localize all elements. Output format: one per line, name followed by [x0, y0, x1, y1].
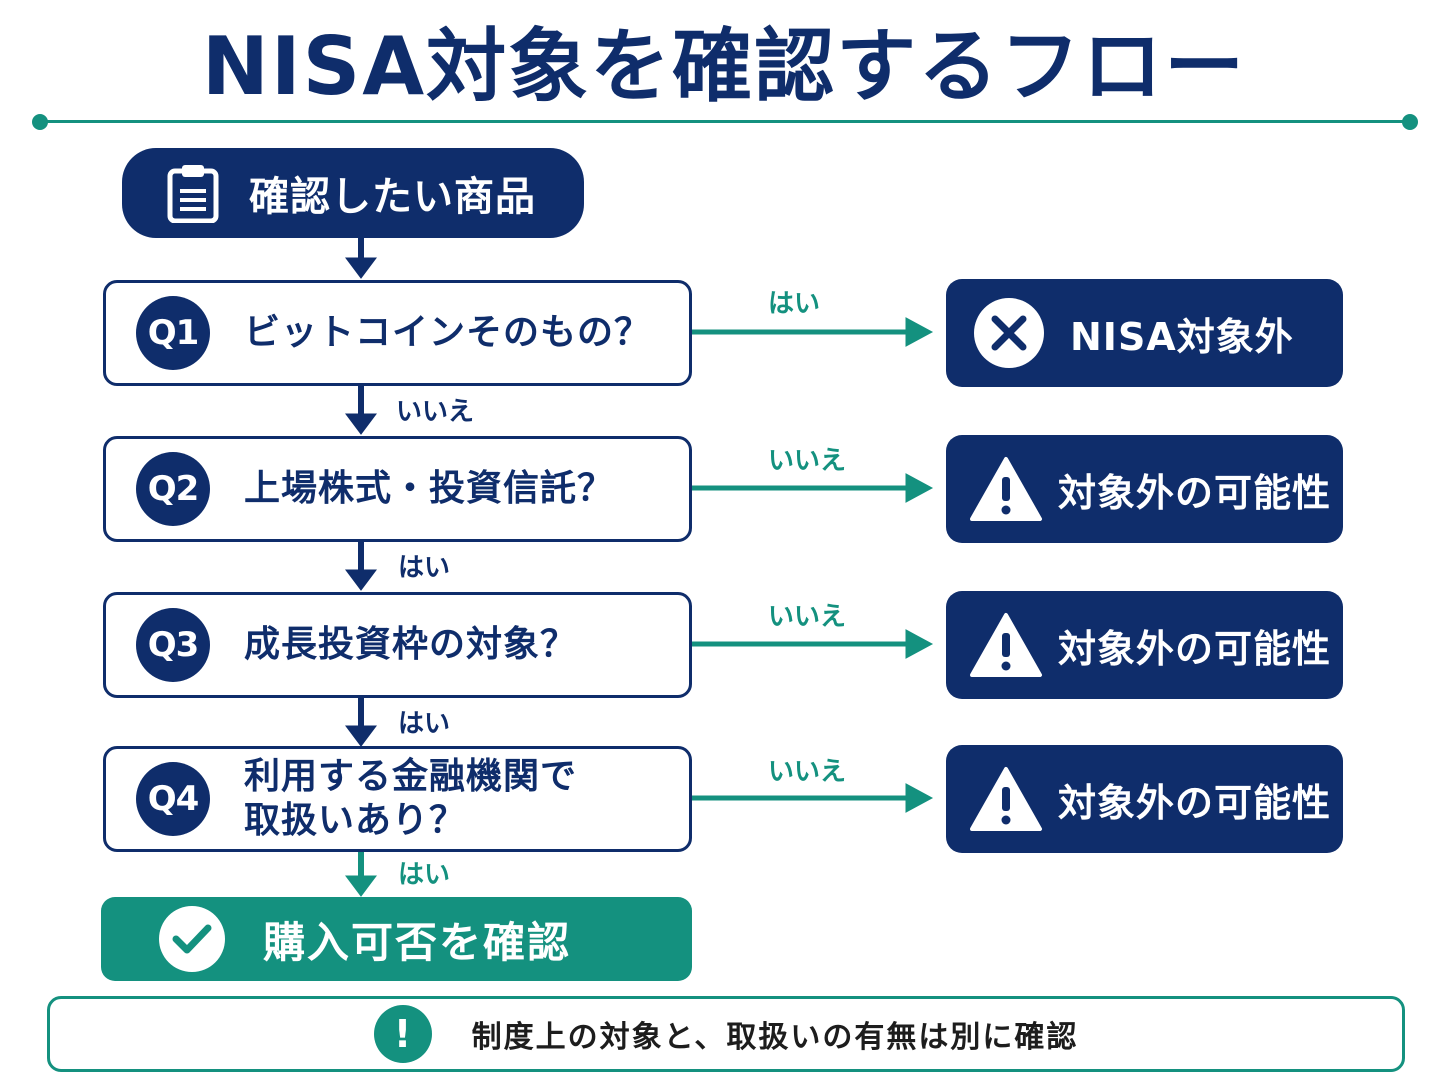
question-text: ビットコインそのもの？	[244, 311, 651, 355]
down-label-q2: はい	[398, 553, 451, 583]
check-circle-icon	[159, 906, 225, 972]
question-line: ビットコインそのもの？	[244, 312, 652, 353]
divider-dot-left	[32, 113, 48, 130]
note-banner: ! 制度上の対象と、取扱いの有無は別に確認	[47, 996, 1405, 1072]
down-arrow-q3	[345, 698, 377, 747]
warning-icon	[970, 457, 1042, 521]
question-box-q2: Q2 上場株式・投資信託？	[103, 436, 692, 542]
x-circle-icon	[974, 298, 1044, 368]
result-label: 対象外の可能性	[1058, 780, 1332, 825]
question-line: 利用する金融機関で	[244, 756, 578, 797]
down-label-q3: はい	[398, 709, 451, 739]
side-label-q2: いいえ	[768, 446, 847, 476]
exclamation-icon: !	[373, 1005, 432, 1063]
result-label: NISA対象外	[1070, 314, 1294, 359]
side-arrow-q2	[692, 473, 934, 503]
question-number-badge: Q2	[136, 452, 210, 526]
page-title: NISA対象を確認するフロー	[201, 20, 1247, 113]
divider-dot-right	[1402, 113, 1418, 130]
question-line: 成長投資枠の対象？	[244, 624, 578, 665]
question-line: 上場株式・投資信託？	[244, 468, 615, 509]
side-arrow-q1	[692, 317, 934, 347]
result-label: 対象外の可能性	[1058, 626, 1332, 671]
title-divider	[40, 120, 1410, 123]
down-arrow-q4	[345, 852, 377, 897]
final-node: 購入可否を確認	[101, 897, 692, 981]
result-box-q1: NISA対象外	[946, 279, 1343, 387]
question-box-q3: Q3 成長投資枠の対象？	[103, 592, 692, 698]
down-arrow-q1	[345, 386, 377, 435]
result-box-q2: 対象外の可能性	[946, 435, 1343, 543]
side-label-q4: いいえ	[768, 757, 847, 787]
side-arrow-q4	[692, 783, 934, 813]
down-arrow-start	[345, 238, 377, 279]
side-arrow-q3	[692, 629, 934, 659]
question-text: 利用する金融機関で 取扱いあり？	[244, 755, 577, 843]
clipboard-icon	[167, 165, 219, 223]
down-arrow-q2	[345, 542, 377, 591]
warning-icon	[970, 613, 1042, 677]
question-box-q1: Q1 ビットコインそのもの？	[103, 280, 692, 386]
start-label: 確認したい商品	[249, 174, 536, 220]
down-label-q1: いいえ	[396, 397, 475, 427]
question-line: 取扱いあり？	[244, 800, 467, 841]
question-number-badge: Q1	[136, 296, 210, 370]
final-label: 購入可否を確認	[263, 917, 572, 967]
side-label-q1: はい	[768, 289, 821, 319]
note-text: 制度上の対象と、取扱いの有無は別に確認	[471, 1020, 1079, 1055]
side-label-q3: いいえ	[768, 602, 847, 632]
question-box-q4: Q4 利用する金融機関で 取扱いあり？	[103, 746, 692, 852]
result-box-q4: 対象外の可能性	[946, 745, 1343, 853]
question-number-badge: Q4	[136, 762, 210, 836]
warning-icon	[970, 767, 1042, 831]
question-text: 上場株式・投資信託？	[244, 467, 614, 511]
start-node: 確認したい商品	[122, 148, 584, 238]
down-label-q4: はい	[398, 860, 451, 890]
result-label: 対象外の可能性	[1058, 470, 1332, 515]
question-number-badge: Q3	[136, 608, 210, 682]
question-text: 成長投資枠の対象？	[244, 623, 577, 667]
result-box-q3: 対象外の可能性	[946, 591, 1343, 699]
